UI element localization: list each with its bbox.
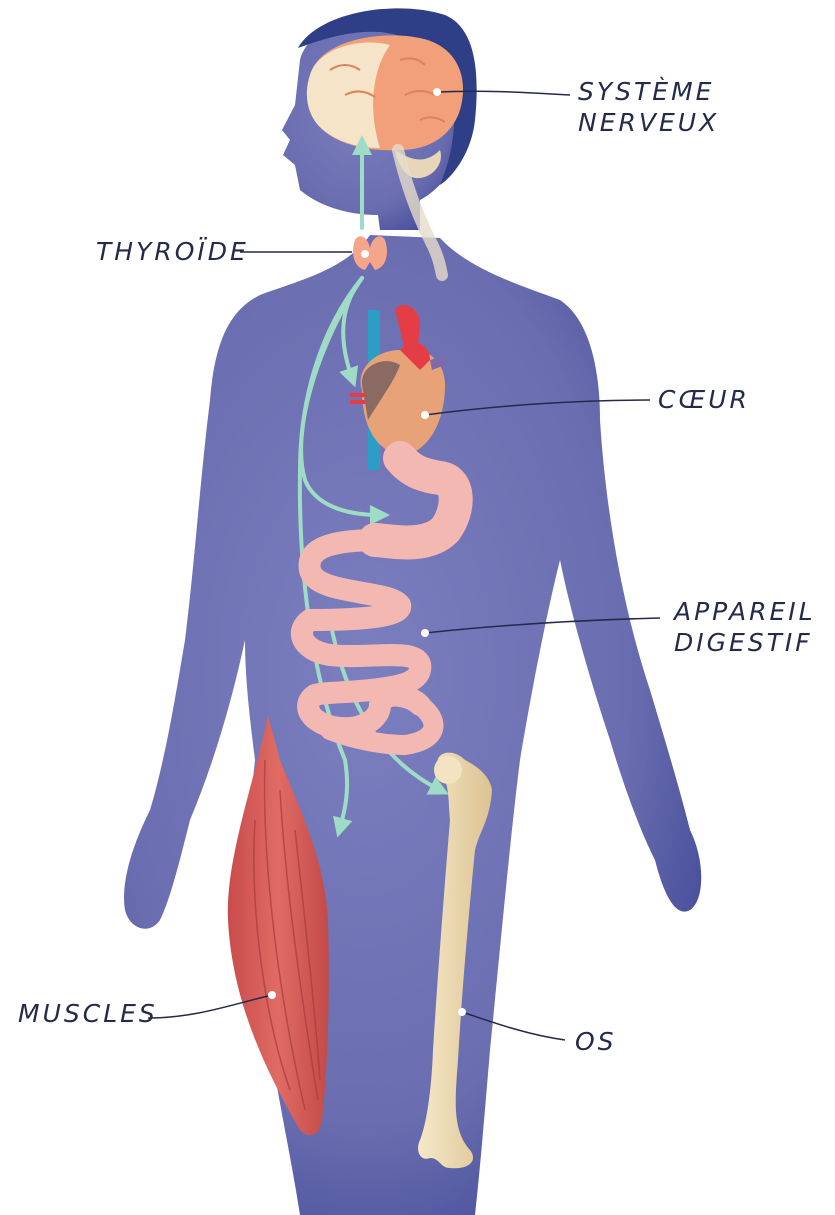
- nervous-system-label: SYSTÈME NERVEUX: [578, 76, 719, 138]
- heart-label: CŒUR: [658, 384, 750, 415]
- nervous-system-label-line2: NERVEUX: [578, 107, 719, 138]
- heart-label-text: CŒUR: [658, 384, 750, 415]
- thyroid-label: THYROÏDE: [96, 236, 249, 267]
- thyroid-label-text: THYROÏDE: [96, 236, 249, 267]
- digestive-label-line2: DIGESTIF: [674, 627, 816, 658]
- digestive-label-line1: APPAREIL: [674, 596, 816, 627]
- muscles-label: MUSCLES: [18, 998, 158, 1029]
- nervous-system-label-line1: SYSTÈME: [578, 76, 719, 107]
- muscles-label-text: MUSCLES: [18, 998, 158, 1029]
- digestive-system-label: APPAREIL DIGESTIF: [674, 596, 816, 658]
- bone-label-text: OS: [575, 1026, 617, 1057]
- bone-label: OS: [575, 1026, 617, 1057]
